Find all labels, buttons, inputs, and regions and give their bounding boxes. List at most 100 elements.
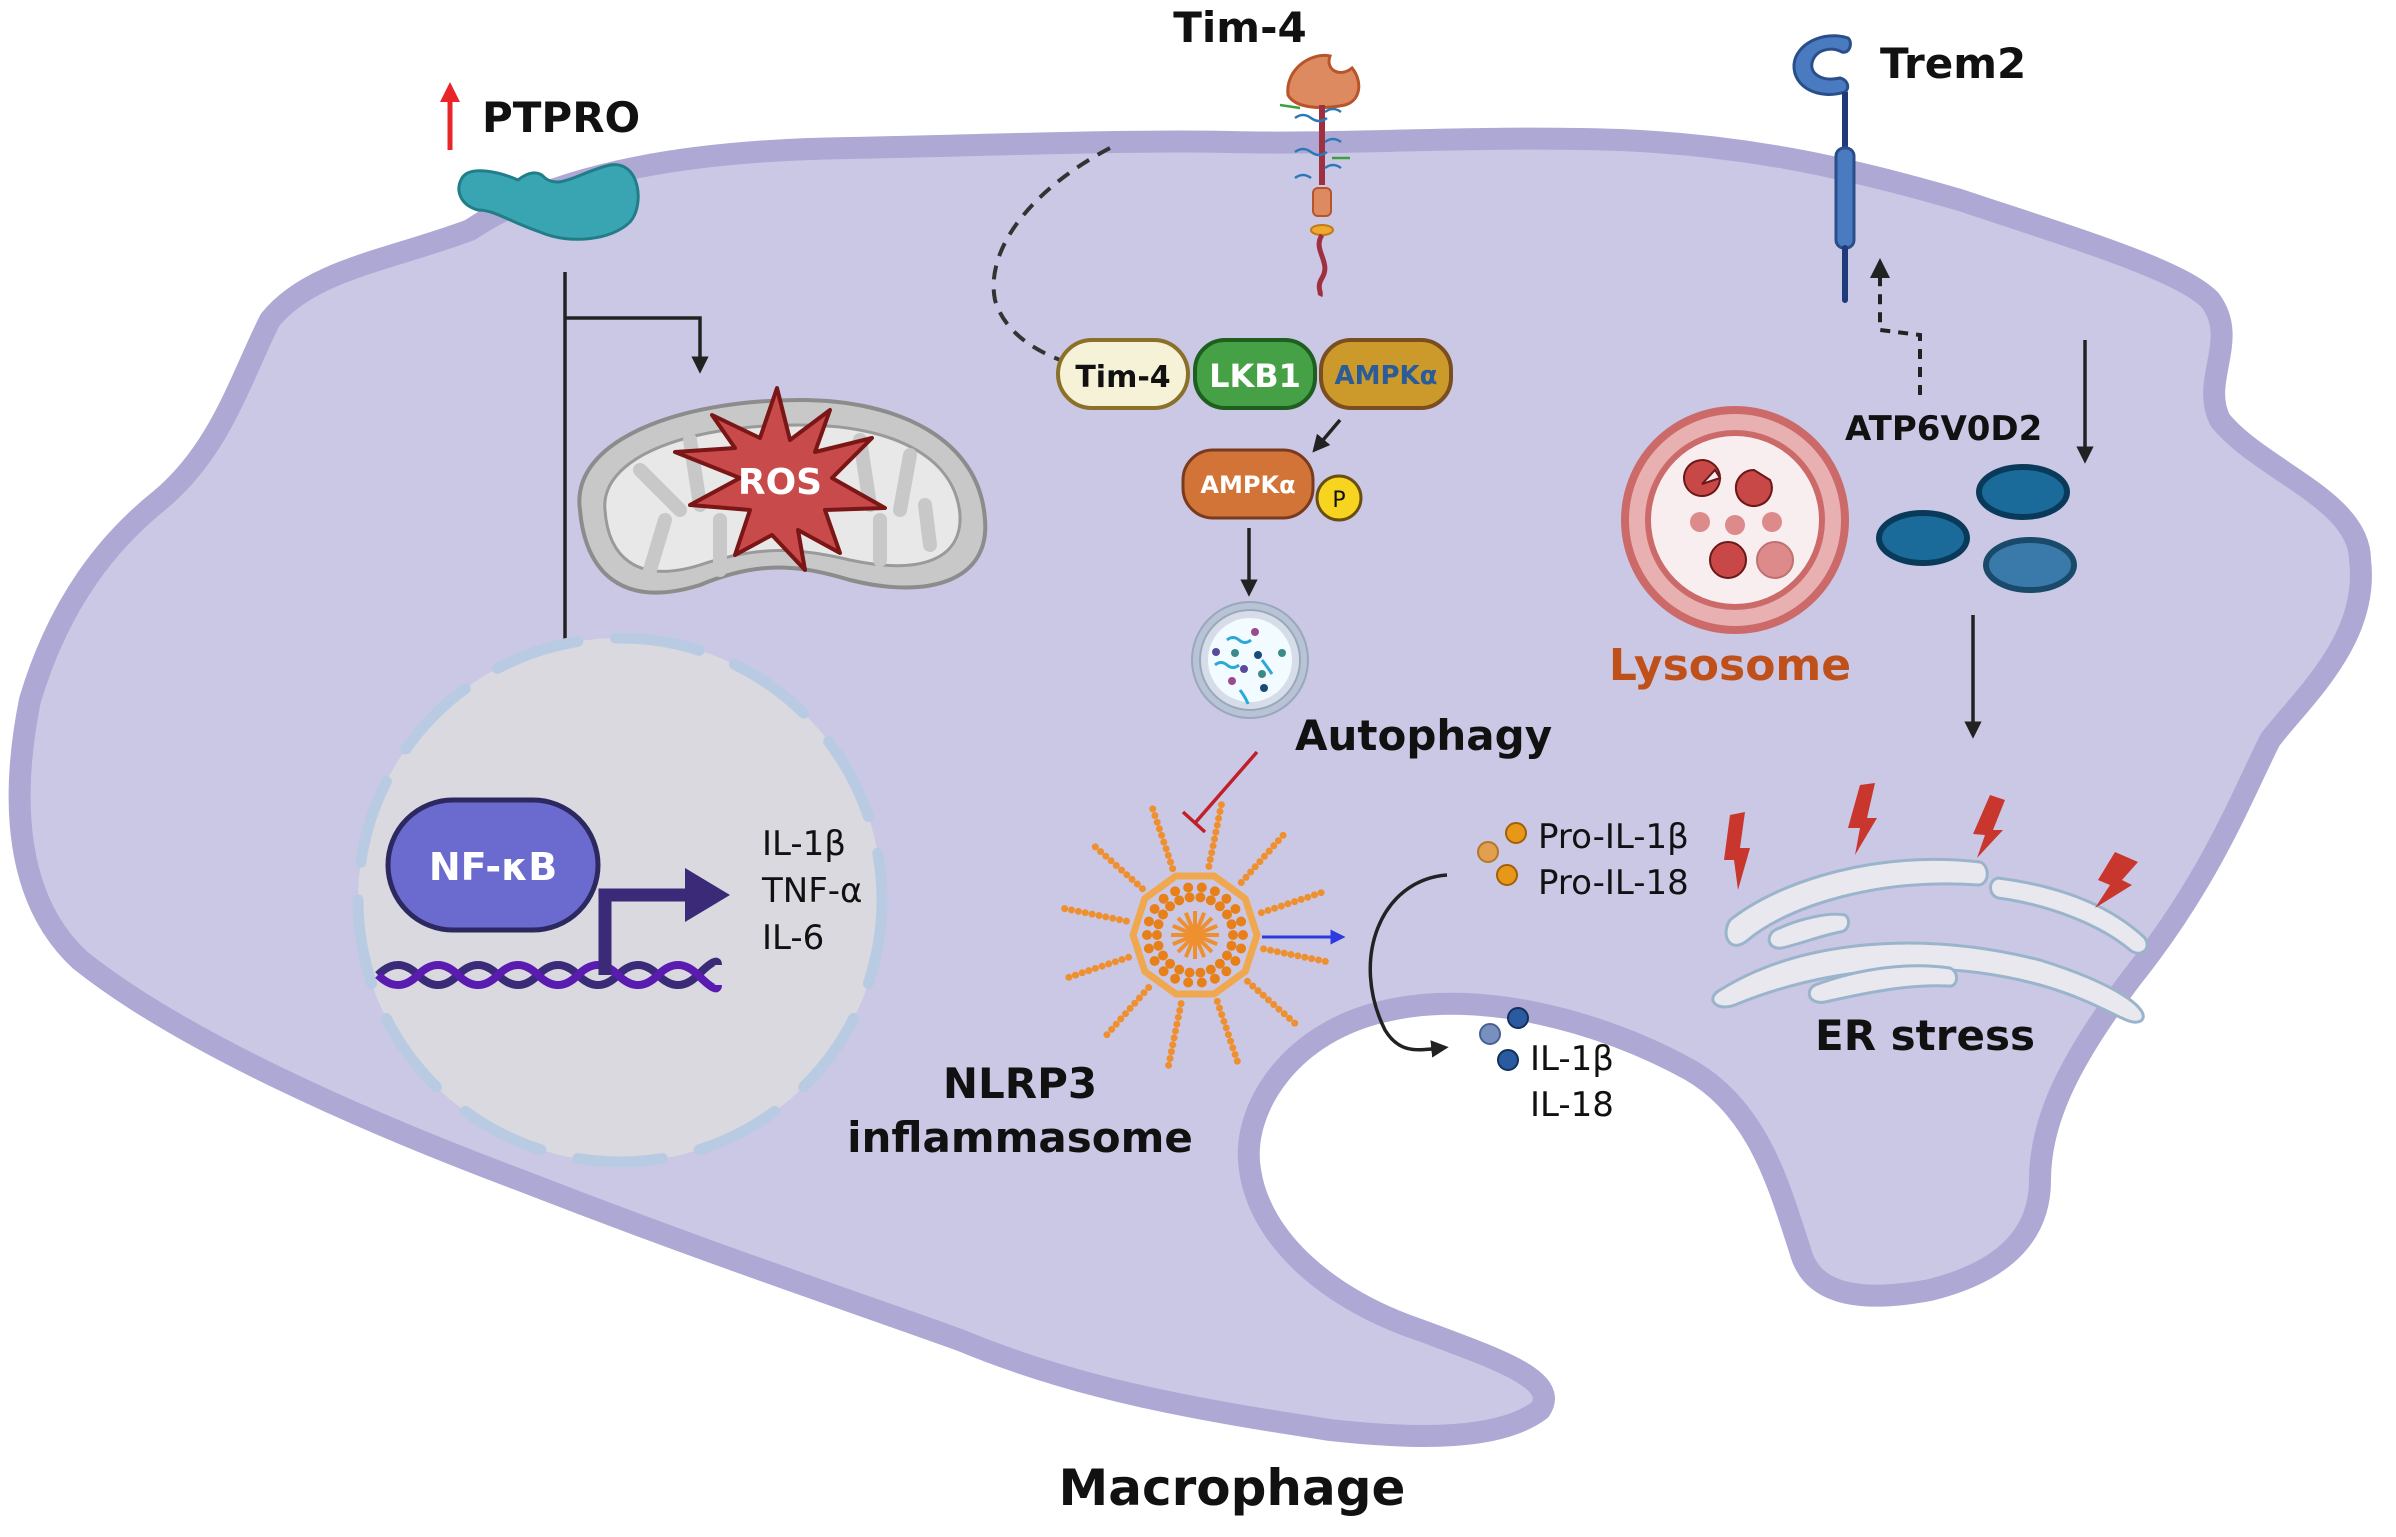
nlrp3-filament-bead [1216, 1004, 1223, 1012]
nlrp3-filament-bead [1117, 1015, 1125, 1023]
complex-ampk [1319, 338, 1453, 410]
nlrp3-filament-bead [1140, 989, 1148, 997]
nlrp3-filament-bead [1218, 1011, 1226, 1019]
nlrp3-filament-bead [1169, 1041, 1177, 1049]
nlrp3-filament-bead [1085, 967, 1093, 975]
nlrp3-filament-bead [1215, 814, 1223, 822]
nlrp3-core-bead [1222, 950, 1232, 961]
nlrp3-filament-bead [1224, 1031, 1232, 1039]
nlrp3-filament-bead [1118, 956, 1126, 963]
phospho-ampk: AMPKα P [1181, 448, 1363, 522]
nlrp3-filament-bead [1254, 987, 1262, 995]
autophagy-inhibition-bar [1181, 750, 1259, 834]
nlrp3-ring [1129, 872, 1261, 998]
nlrp3-filament-bead [1116, 916, 1123, 924]
nlrp3-filament-bead [1131, 999, 1139, 1007]
nlrp3-filament-bead [1280, 1010, 1288, 1018]
nlrp3-filament-bead [1112, 1020, 1120, 1028]
complex-ampk-label: AMPKα [1334, 361, 1437, 391]
nlrp3-filament-bead [1102, 913, 1110, 921]
nlrp3-core-bead [1196, 977, 1207, 988]
nlrp3-filament-bead [1216, 808, 1224, 815]
nlrp3-filament-bead [1277, 902, 1285, 910]
nlrp3-core-bead [1158, 950, 1168, 961]
nlrp3-filament-bead [1212, 828, 1220, 836]
autophagy-label: Autophagy [1295, 711, 1552, 760]
nlrp3-filament-bead [1273, 948, 1281, 956]
nlrp3-core-bead [1184, 892, 1195, 903]
nlrp3-core-bead [1195, 967, 1206, 978]
trem2-head-icon [1792, 34, 1852, 96]
nlrp3-filament-bead [1126, 1004, 1134, 1012]
nlrp3-filament-bead [1270, 842, 1278, 850]
ampk-phosphorylation-arrow [1312, 418, 1342, 453]
nlrp3-filament-bead [1112, 862, 1120, 869]
nlrp3-filament-bead [1095, 912, 1103, 919]
nlrp3-filament-bead [1068, 906, 1075, 914]
nlrp3-filament-bead [1222, 1024, 1230, 1032]
nlrp3-filament-bead [1264, 996, 1272, 1004]
nlrp3-filament-bead [1109, 914, 1117, 922]
phosphate-label: P [1332, 488, 1345, 513]
nlrp3-core-bead [1158, 893, 1169, 904]
nlrp3-core-bead [1142, 930, 1152, 940]
nlrp3-inflammasome-icon [1061, 801, 1329, 1069]
nlrp3-filament-bead [1098, 962, 1106, 970]
nlrp3-filament-bead [1135, 994, 1143, 1002]
nlrp3-filament-bead [1261, 852, 1268, 860]
nlrp3-core-bead [1226, 940, 1237, 951]
nlrp3-filament-bead [1107, 857, 1115, 865]
nlrp3-filament-bead [1173, 1020, 1181, 1028]
autophagosome [1191, 601, 1309, 719]
nlrp3-filament-bead [1279, 831, 1287, 839]
nlrp3-filament-bead [1169, 865, 1177, 873]
tim4-lkb1-ampk-complex: Tim-4 LKB1 AMPKα [1056, 338, 1453, 410]
complex-lkb1 [1193, 338, 1317, 410]
nlrp3-filament-bead [1321, 957, 1329, 965]
lysosome-enzymes-icon [1683, 459, 1794, 579]
nlrp3-filament-bead [1251, 863, 1259, 871]
nlrp3-filament-bead [1264, 907, 1272, 914]
nlrp3-filament-bead [1280, 949, 1288, 957]
nlrp3-filament-bead [1291, 898, 1299, 906]
nlrp3-filament-bead [1308, 955, 1316, 963]
nlrp3-core-bead [1196, 882, 1207, 893]
nlrp3-filament-bead [1287, 951, 1295, 958]
nlrp3-filament-bead [1176, 1007, 1184, 1014]
nlrp3-filament-bead [1108, 1025, 1116, 1033]
nlrp3-filament-bead [1211, 835, 1218, 843]
nlrp3-filament-bead [1231, 1051, 1239, 1058]
nlrp3-core-bead [1149, 956, 1160, 966]
nlrp3-core-bead [1214, 901, 1225, 912]
nlrp3-filament-bead [1301, 953, 1309, 961]
trem2-receptor: Trem2 [1792, 34, 2026, 303]
transcription-arrowhead-icon [685, 868, 730, 922]
nlrp3-core-bead [1165, 958, 1176, 969]
nlrp3-filament-bead [1078, 969, 1086, 977]
nlrp3-core-bead [1214, 958, 1225, 969]
nlrp3-core-bead [1174, 964, 1185, 975]
nlrp3-filament-bead [1145, 984, 1153, 991]
nlrp3-filament-bead [1213, 821, 1221, 829]
nlrp3-filament-bead [1233, 1057, 1241, 1065]
nlrp3-core-bead [1205, 895, 1216, 906]
nlrp3-core-bead [1158, 966, 1169, 977]
nlrp3-filament-bead [1297, 895, 1305, 903]
il18-label: IL-18 [1530, 1085, 1614, 1125]
endoplasmic-reticulum-icon [1711, 857, 2149, 1024]
tim4-head-icon [1286, 53, 1361, 110]
er-stress-label: ER stress [1815, 1011, 2035, 1060]
nlrp3-core-bead [1153, 919, 1164, 930]
transcription-start-arrow-icon [598, 888, 690, 975]
nlrp3-filament-bead [1317, 889, 1325, 897]
tim4-receptor: Tim-4 [1173, 3, 1361, 298]
nlrp3-core-bead [1153, 940, 1164, 951]
nlrp3-filament-bead [1270, 1001, 1278, 1008]
nlrp3-core-bead [1170, 973, 1181, 984]
nlrp3-filament-bead [1103, 1031, 1111, 1039]
nlrp3-filament-bead [1274, 837, 1282, 845]
nlrp3-filament-bead [1285, 1014, 1293, 1022]
nlrp3-filament-bead [1162, 845, 1170, 853]
nlrp3-filament-bead [1118, 866, 1126, 874]
nlrp3-filament-bead [1125, 953, 1133, 961]
